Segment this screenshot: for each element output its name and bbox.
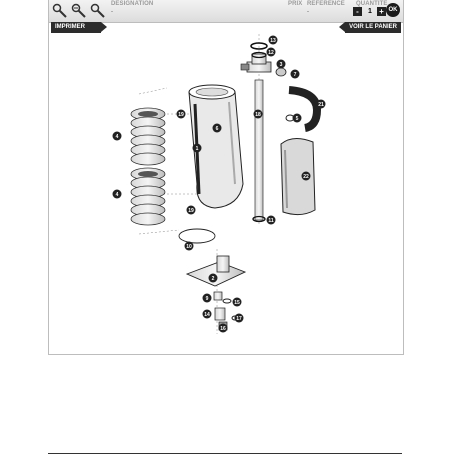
svg-text:18: 18 — [255, 112, 261, 118]
valve-body[interactable] — [214, 307, 226, 321]
svg-text:7: 7 — [294, 72, 297, 78]
callout-15[interactable]: 15 — [232, 297, 242, 307]
callout-13[interactable]: 13 — [268, 35, 278, 45]
print-button[interactable]: IMPRIMER — [51, 22, 107, 33]
callout-22[interactable]: 22 — [301, 171, 311, 181]
ok-button[interactable]: OK — [386, 3, 400, 17]
top-o-ring[interactable] — [250, 42, 268, 50]
svg-text:1: 1 — [196, 146, 199, 152]
base-plate[interactable] — [185, 255, 247, 287]
callout-6[interactable]: 6 — [212, 123, 222, 133]
action-bar: IMPRIMER VOIR LE PANIER — [49, 22, 403, 34]
price-header: PRIX — [288, 1, 303, 7]
callout-5[interactable]: 5 — [292, 113, 302, 123]
zoom-tool-icon[interactable] — [51, 2, 69, 20]
designation-header: DESIGNATION — [111, 1, 154, 7]
toolbar: DESIGNATION - PRIX REFERENCE - QUANTITE … — [49, 0, 403, 23]
clamp-ring[interactable] — [275, 67, 287, 77]
quantity-stepper: - 1 + — [353, 7, 387, 19]
svg-text:22: 22 — [303, 174, 309, 180]
svg-text:14: 14 — [204, 312, 210, 318]
callout-4-upper[interactable]: 4 — [112, 131, 122, 141]
cartridge-stack-upper[interactable] — [130, 107, 166, 166]
reference-header: REFERENCE — [307, 1, 345, 7]
svg-text:4: 4 — [116, 192, 119, 198]
svg-text:19: 19 — [188, 208, 194, 214]
bottom-o-ring[interactable] — [252, 215, 266, 223]
callout-11[interactable]: 11 — [266, 215, 276, 225]
callout-9[interactable]: 9 — [202, 293, 212, 303]
svg-text:13: 13 — [270, 38, 276, 44]
hose[interactable] — [288, 86, 322, 132]
catalog-panel: DESIGNATION - PRIX REFERENCE - QUANTITE … — [48, 0, 404, 355]
exploded-parts-diagram: 13 12 3 7 21 5 18 19 6 1 4 4 22 11 19 10… — [49, 34, 403, 354]
svg-text:9: 9 — [206, 296, 209, 302]
callout-17[interactable]: 17 — [234, 313, 244, 323]
vertical-tube[interactable] — [254, 79, 264, 221]
svg-text:12: 12 — [268, 50, 274, 56]
svg-text:21: 21 — [318, 102, 324, 108]
svg-text:2: 2 — [212, 276, 215, 282]
footer-divider — [48, 453, 402, 454]
callouts: 13 12 3 7 21 5 18 19 6 1 4 4 22 11 19 10… — [112, 35, 326, 333]
zoom-reset-icon[interactable] — [89, 2, 107, 20]
callout-21[interactable]: 21 — [316, 99, 326, 109]
svg-text:10: 10 — [186, 244, 192, 250]
callout-7[interactable]: 7 — [290, 69, 300, 79]
drain-seal[interactable] — [222, 298, 232, 304]
guide-lines — [138, 34, 260, 334]
filter-housing[interactable] — [188, 84, 244, 209]
callout-19-top[interactable]: 19 — [176, 109, 186, 119]
svg-text:11: 11 — [268, 218, 274, 224]
view-cart-button[interactable]: VOIR LE PANIER — [339, 22, 401, 33]
callout-3[interactable]: 3 — [276, 59, 286, 69]
decrease-quantity-button[interactable]: - — [353, 7, 362, 16]
reference-value: - — [307, 9, 309, 15]
svg-text:15: 15 — [234, 300, 240, 306]
valve-head[interactable] — [240, 53, 272, 73]
callout-19-bottom[interactable]: 19 — [186, 205, 196, 215]
callout-18[interactable]: 18 — [253, 109, 263, 119]
svg-text:3: 3 — [280, 62, 283, 68]
callout-10[interactable]: 10 — [184, 241, 194, 251]
zoom-out-icon[interactable] — [70, 2, 88, 20]
svg-text:17: 17 — [236, 316, 242, 322]
svg-text:19: 19 — [178, 112, 184, 118]
callout-16[interactable]: 16 — [218, 323, 228, 333]
callout-14[interactable]: 14 — [202, 309, 212, 319]
quantity-value[interactable]: 1 — [368, 8, 372, 15]
quantity-header: QUANTITE — [356, 1, 388, 7]
cartridge-stack-lower[interactable] — [130, 167, 166, 226]
svg-text:6: 6 — [216, 126, 219, 132]
tool-group — [51, 2, 107, 20]
svg-text:16: 16 — [220, 326, 226, 332]
callout-12[interactable]: 12 — [266, 47, 276, 57]
callout-1[interactable]: 1 — [192, 143, 202, 153]
svg-text:4: 4 — [116, 134, 119, 140]
drain-plug[interactable] — [213, 291, 223, 301]
side-panel[interactable] — [280, 138, 316, 216]
designation-value: - — [111, 9, 113, 15]
o-ring[interactable] — [251, 51, 267, 59]
increase-quantity-button[interactable]: + — [377, 7, 386, 16]
callout-4-lower[interactable]: 4 — [112, 189, 122, 199]
base-gasket[interactable] — [178, 228, 216, 244]
svg-text:5: 5 — [296, 116, 299, 122]
callout-2[interactable]: 2 — [208, 273, 218, 283]
